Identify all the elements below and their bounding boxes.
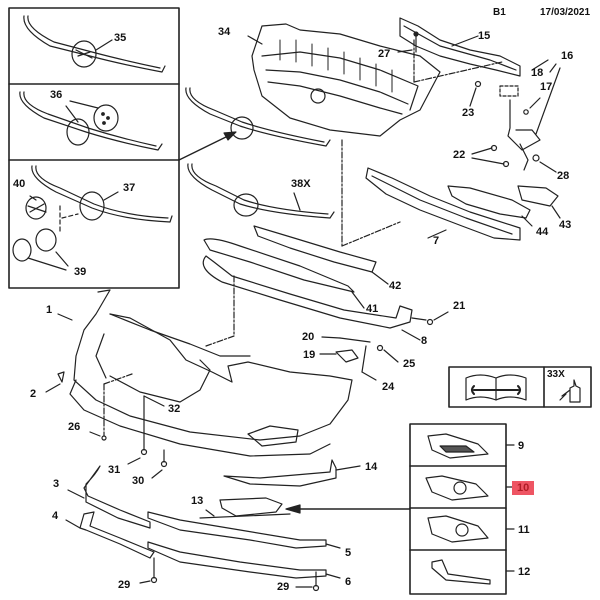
callout-32[interactable]: 32 [168, 403, 181, 415]
callout-31[interactable]: 31 [108, 464, 121, 476]
callout-43[interactable]: 43 [559, 219, 572, 231]
callout-8[interactable]: 8 [421, 335, 428, 347]
callout-42[interactable]: 42 [389, 280, 402, 292]
trim-strip-5 [147, 511, 327, 549]
absorber-44 [447, 185, 531, 219]
callout-20[interactable]: 20 [302, 331, 315, 343]
callout-29-left[interactable]: 29 [118, 579, 131, 591]
bumper-beam-7 [365, 167, 521, 241]
callout-44[interactable]: 44 [536, 226, 549, 238]
callout-4[interactable]: 4 [52, 510, 59, 522]
variant-panels [409, 423, 515, 595]
book-wrench-icon [465, 374, 527, 401]
emblem-ring-36 [66, 118, 90, 146]
spoiler-8 [202, 255, 413, 329]
grille-trim-37 [31, 165, 173, 223]
diagram-date: 17/03/2021 [540, 7, 591, 18]
callout-23[interactable]: 23 [462, 107, 475, 119]
callout-21[interactable]: 21 [453, 300, 466, 312]
callout-1[interactable]: 1 [46, 304, 53, 316]
emblem-badge-39 [35, 228, 57, 252]
inset-panels [8, 7, 180, 289]
callout-5[interactable]: 5 [345, 547, 352, 559]
fog-lamp-bezel-13 [219, 497, 283, 517]
grille-trim-36 [19, 91, 163, 151]
bracket-19 [335, 349, 359, 363]
callout-3[interactable]: 3 [53, 478, 60, 490]
callout-34[interactable]: 34 [218, 26, 231, 38]
callout-41[interactable]: 41 [366, 303, 379, 315]
spoiler-42 [253, 225, 377, 273]
callout-26[interactable]: 26 [68, 421, 81, 433]
callout-11[interactable]: 11 [518, 524, 530, 536]
trim-strip-6 [147, 541, 327, 579]
adhesive-code: 33X [547, 369, 565, 380]
callout-14[interactable]: 14 [365, 461, 378, 473]
callout-22[interactable]: 22 [453, 149, 466, 161]
emblem-39 [12, 238, 32, 262]
callout-10-highlighted[interactable]: 10 [512, 481, 535, 495]
callout-38x[interactable]: 38X [291, 178, 311, 190]
lock-carrier-15 [399, 17, 521, 77]
callout-27[interactable]: 27 [378, 48, 391, 60]
grille-trim-35 [23, 15, 166, 73]
callout-7[interactable]: 7 [433, 235, 440, 247]
callout-12[interactable]: 12 [518, 566, 531, 578]
callout-28[interactable]: 28 [557, 170, 570, 182]
grille-trim-38x [187, 163, 335, 219]
callout-37[interactable]: 37 [123, 182, 136, 194]
trim-strip-4 [79, 511, 155, 559]
callout-13[interactable]: 13 [191, 495, 204, 507]
absorber-43 [517, 185, 559, 207]
callout-18[interactable]: 18 [531, 67, 544, 79]
page-code: B1 [493, 7, 506, 18]
callout-29-right[interactable]: 29 [277, 581, 290, 593]
callout-25[interactable]: 25 [403, 358, 416, 370]
callout-6[interactable]: 6 [345, 576, 352, 588]
callout-35[interactable]: 35 [114, 32, 127, 44]
bumper-cover-1 [69, 289, 353, 457]
trim-14 [223, 459, 337, 487]
adhesive-bottle-icon [559, 379, 581, 403]
lower-grille-41 [203, 238, 355, 293]
legend-box [448, 366, 592, 408]
radiator-grille-34 [247, 23, 441, 137]
callout-36[interactable]: 36 [50, 89, 63, 101]
callout-30[interactable]: 30 [132, 475, 145, 487]
inset-frame [8, 7, 180, 289]
callout-17[interactable]: 17 [540, 81, 553, 93]
grille-trim-upper [185, 87, 331, 147]
trim-strip-3 [83, 465, 151, 529]
emblem-40 [25, 196, 47, 220]
callout-9[interactable]: 9 [518, 440, 525, 452]
emblem-ring-35 [71, 40, 97, 68]
callout-16[interactable]: 16 [561, 50, 574, 62]
emblem-badge-36 [93, 104, 119, 132]
callout-15[interactable]: 15 [478, 30, 491, 42]
callout-19[interactable]: 19 [303, 349, 316, 361]
callout-2[interactable]: 2 [30, 388, 37, 400]
callout-24[interactable]: 24 [382, 381, 395, 393]
callout-40[interactable]: 40 [13, 178, 26, 190]
emblem-ring-37 [79, 191, 105, 221]
bracket-16 [474, 80, 541, 171]
callout-39[interactable]: 39 [74, 266, 87, 278]
